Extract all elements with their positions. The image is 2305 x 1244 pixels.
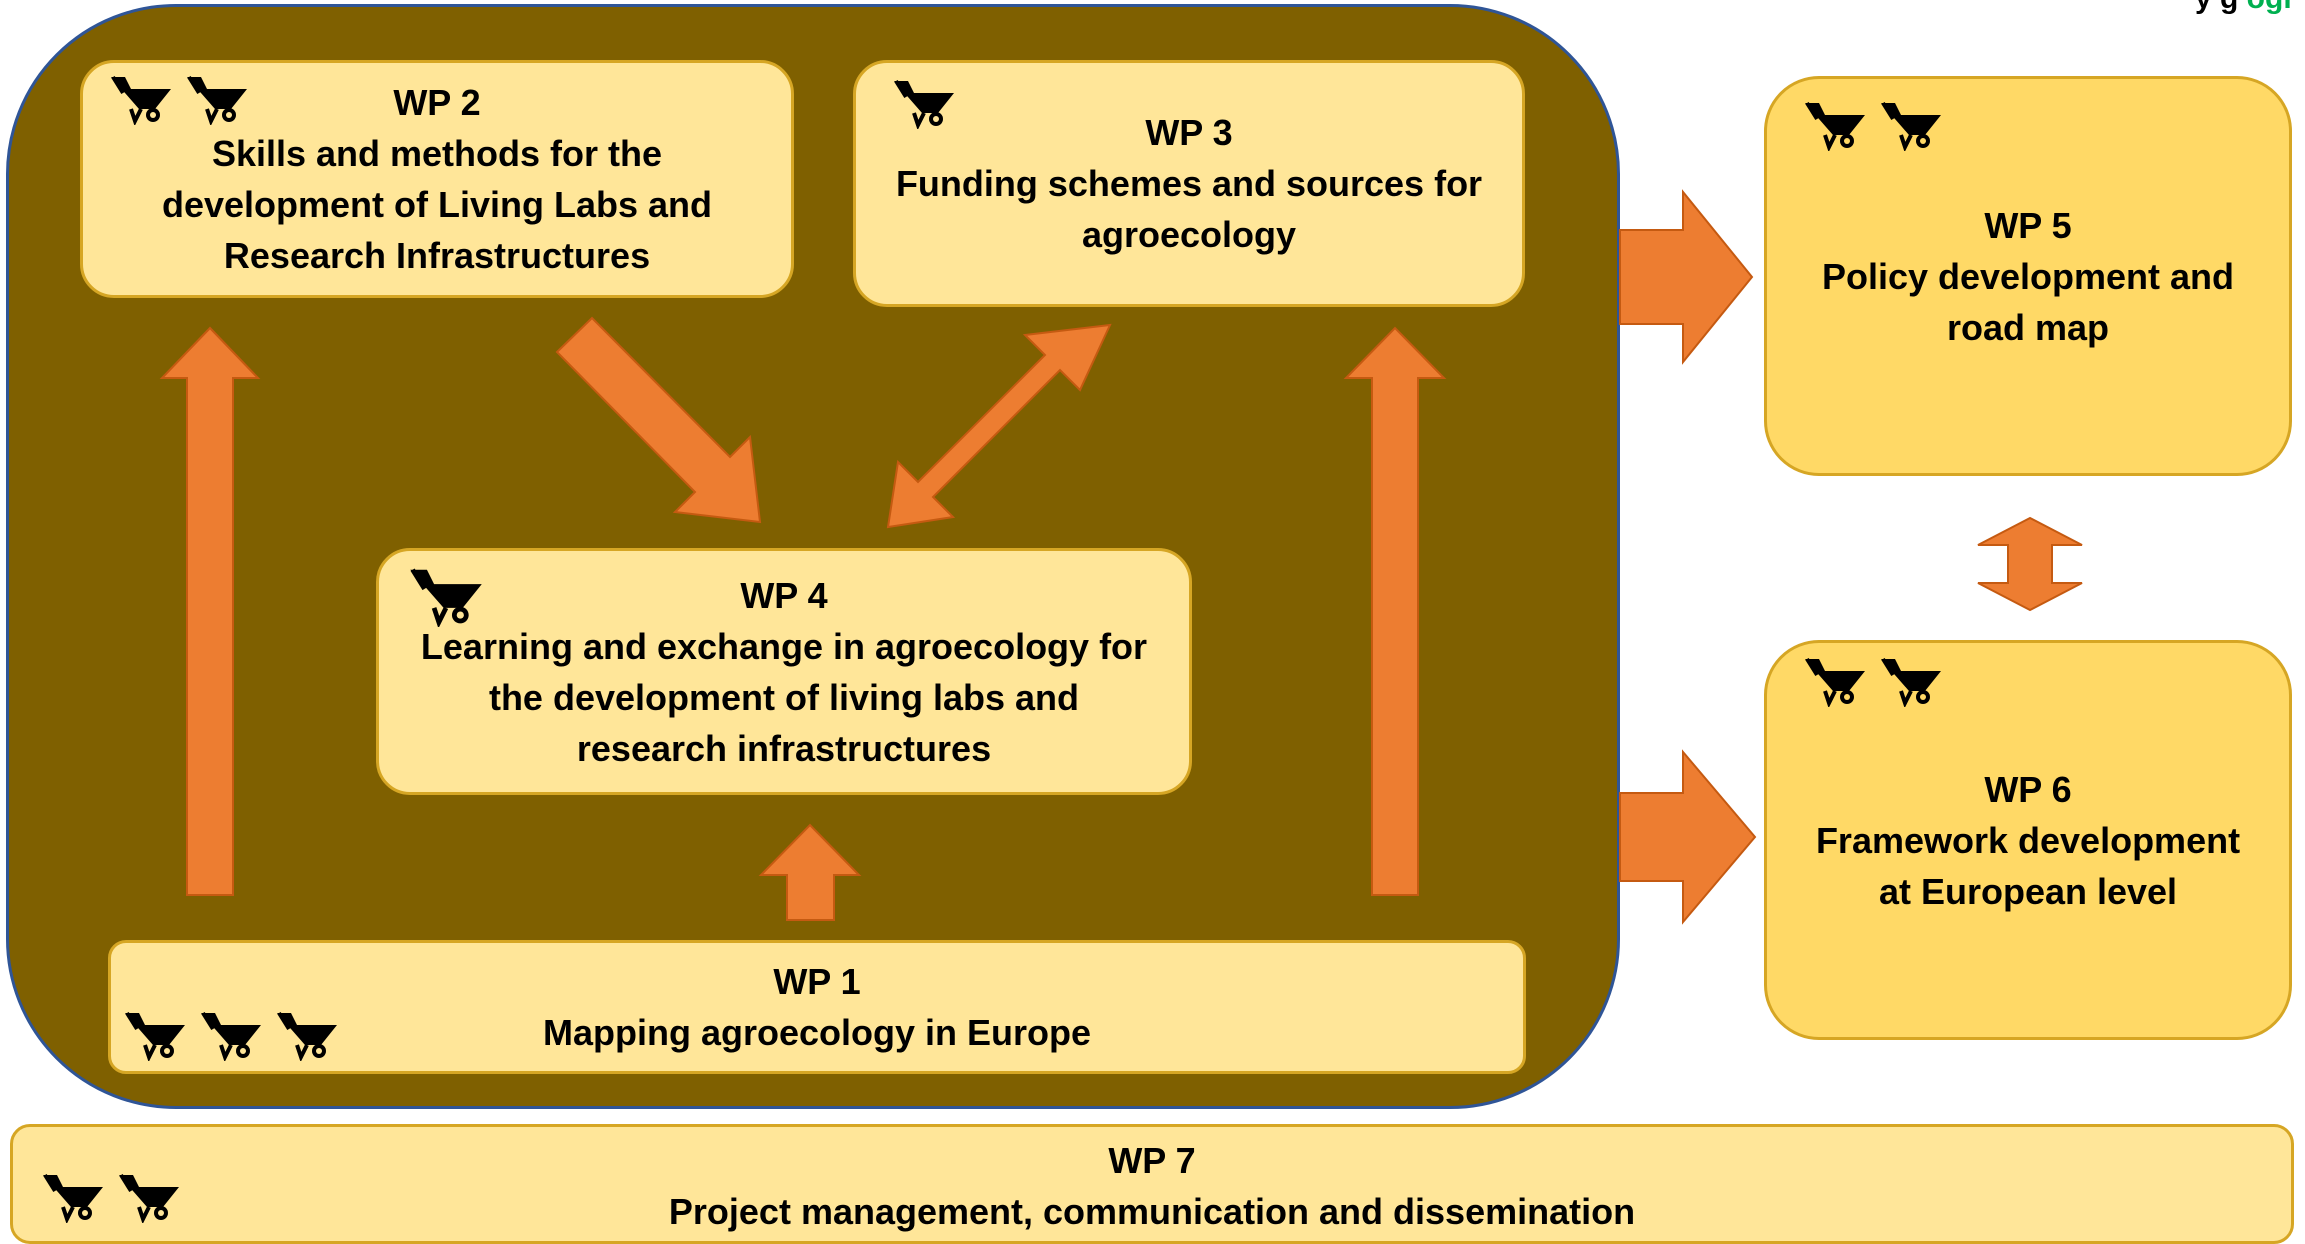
wp2-carts [109,73,249,125]
corner-cut-text: y g ogr [2195,0,2295,16]
arrow-to-wp5 [1619,189,1754,365]
wheelbarrow-icon [1805,101,1865,151]
wp6-box: WP 6 Framework development at European l… [1764,640,2292,1040]
wp7-id: WP 7 [1108,1140,1196,1181]
wp4-title-line-2: the development of living labs and [488,676,1080,718]
wp2-box: WP 2 Skills and methods for the developm… [80,60,794,298]
arrow-wp1-to-wp4 [758,823,862,921]
arrow-wp5-wp6-double [1977,516,2083,612]
wheelbarrow-icon [1881,657,1941,707]
wp7-box: WP 7 Project management, communication a… [10,1124,2294,1244]
wp6-carts [1803,655,1943,707]
wp3-id: WP 3 [1145,112,1233,153]
wheelbarrow-icon [125,1011,185,1061]
wp1-title: Mapping agroecology in Europe [542,1012,1092,1053]
wp3-box: WP 3 Funding schemes and sources for agr… [853,60,1525,307]
arrow-to-wp6 [1619,749,1757,925]
wheelbarrow-icon [277,1011,337,1061]
wheelbarrow-icon [1881,101,1941,151]
wp6-title-line-1: Framework development [1815,819,2241,861]
wp5-carts [1803,99,1943,151]
wheelbarrow-icon [894,79,954,129]
wp2-title-line-1: Skills and methods for the [211,133,663,174]
wp5-box: WP 5 Policy development and road map [1764,76,2292,476]
wp2-title-line-2: development of Living Labs and [161,184,713,225]
wp1-carts [123,1009,339,1061]
wp4-title-line-3: research infrastructures [576,727,992,769]
wp1-id: WP 1 [773,961,861,1002]
wp7-carts [41,1171,181,1223]
wheelbarrow-icon [410,568,482,627]
wp5-title-line-1: Policy development and [1821,255,2235,297]
wp5-title-line-2: road map [1946,306,2110,348]
wheelbarrow-icon [187,75,247,125]
wheelbarrow-icon [201,1011,261,1061]
wp1-box: WP 1 Mapping agroecology in Europe [108,940,1526,1074]
arrow-wp2-to-wp4 [555,316,762,524]
wp4-title-line-1: Learning and exchange in agroecology for [420,625,1148,667]
wp5-id: WP 5 [1984,204,2072,246]
wheelbarrow-icon [43,1173,103,1223]
wp2-title-line-3: Research Infrastructures [223,235,651,276]
wp4-carts [407,565,485,627]
wp6-title-line-2: at European level [1878,870,2178,912]
wp3-carts [892,77,956,129]
wp4-id: WP 4 [740,574,828,616]
wheelbarrow-icon [119,1173,179,1223]
arrow-wp3-wp4-double [886,323,1112,529]
wp2-id: WP 2 [393,82,481,123]
wp6-id: WP 6 [1984,768,2072,810]
wp7-title: Project management, communication and di… [668,1191,1636,1232]
wp3-title-line-1: Funding schemes and sources for [895,163,1483,204]
wp3-title-line-2: agroecology [1081,214,1297,255]
arrow-wp1-to-wp2 [159,326,261,896]
wp4-box: WP 4 Learning and exchange in agroecolog… [376,548,1192,795]
wheelbarrow-icon [1805,657,1865,707]
arrow-wp1-to-wp3 [1343,326,1447,896]
wheelbarrow-icon [111,75,171,125]
